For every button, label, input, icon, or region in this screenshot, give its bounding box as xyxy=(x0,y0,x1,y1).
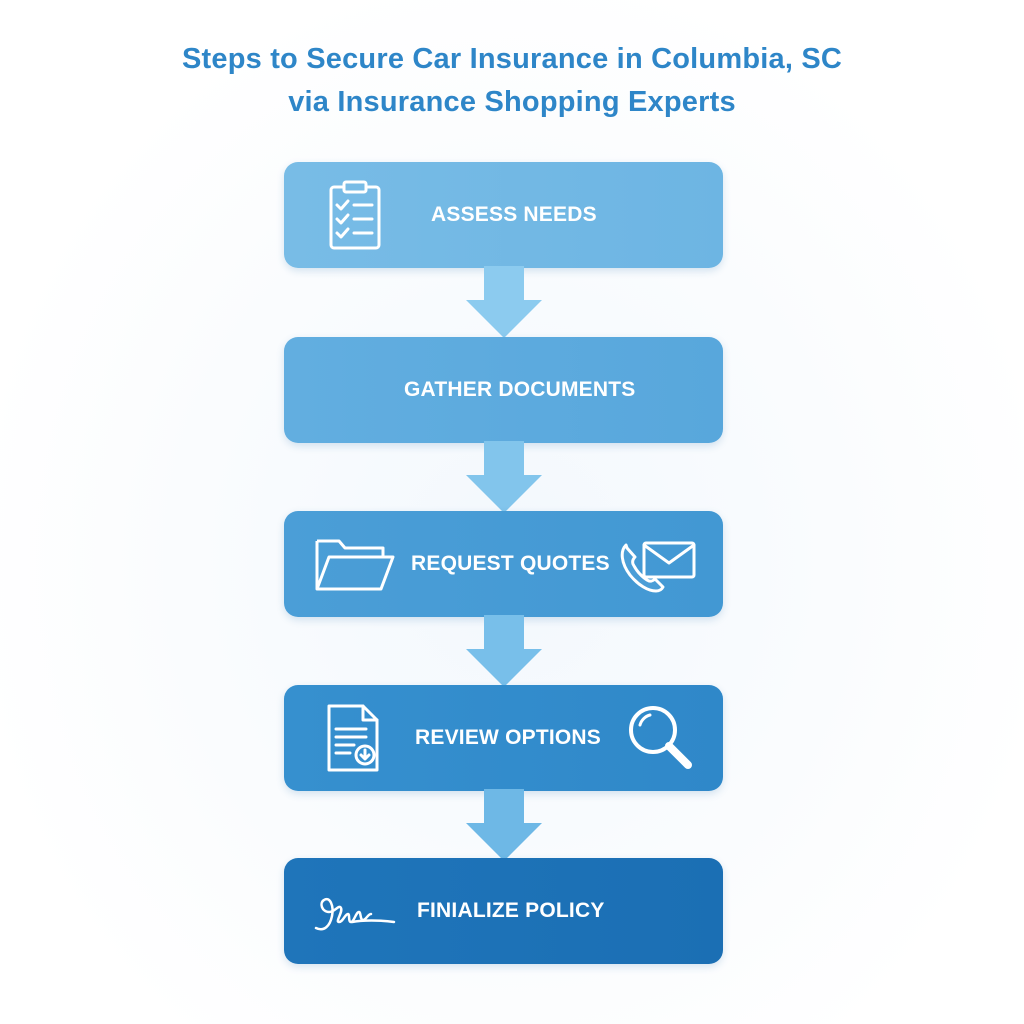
title-line-2: via Insurance Shopping Experts xyxy=(288,86,736,118)
page-title: Steps to Secure Car Insurance in Columbi… xyxy=(0,38,1024,124)
magnifier-icon xyxy=(624,701,698,775)
clipboard-checklist-icon xyxy=(328,179,382,251)
phone-envelope-icon xyxy=(618,537,700,597)
step-label: GATHER DOCUMENTS xyxy=(404,378,636,401)
step-assess-needs: ASSESS NEEDS xyxy=(284,162,723,268)
step-review-options: REVIEW OPTIONS xyxy=(284,685,723,791)
step-finalize-policy: FINIALIZE POLICY xyxy=(284,858,723,964)
document-icon xyxy=(326,703,382,773)
down-arrow xyxy=(464,615,544,687)
step-label: REQUEST QUOTES xyxy=(411,552,610,575)
down-arrow xyxy=(464,441,544,513)
step-label: ASSESS NEEDS xyxy=(431,203,597,226)
step-gather-documents: GATHER DOCUMENTS xyxy=(284,337,723,443)
down-arrow xyxy=(464,789,544,861)
step-request-quotes: REQUEST QUOTES xyxy=(284,511,723,617)
folder-icon xyxy=(314,533,396,593)
down-arrow xyxy=(464,266,544,338)
step-label: REVIEW OPTIONS xyxy=(415,726,601,749)
title-line-1: Steps to Secure Car Insurance in Columbi… xyxy=(181,43,843,75)
step-label: FINIALIZE POLICY xyxy=(417,899,605,922)
signature-icon xyxy=(312,888,398,938)
